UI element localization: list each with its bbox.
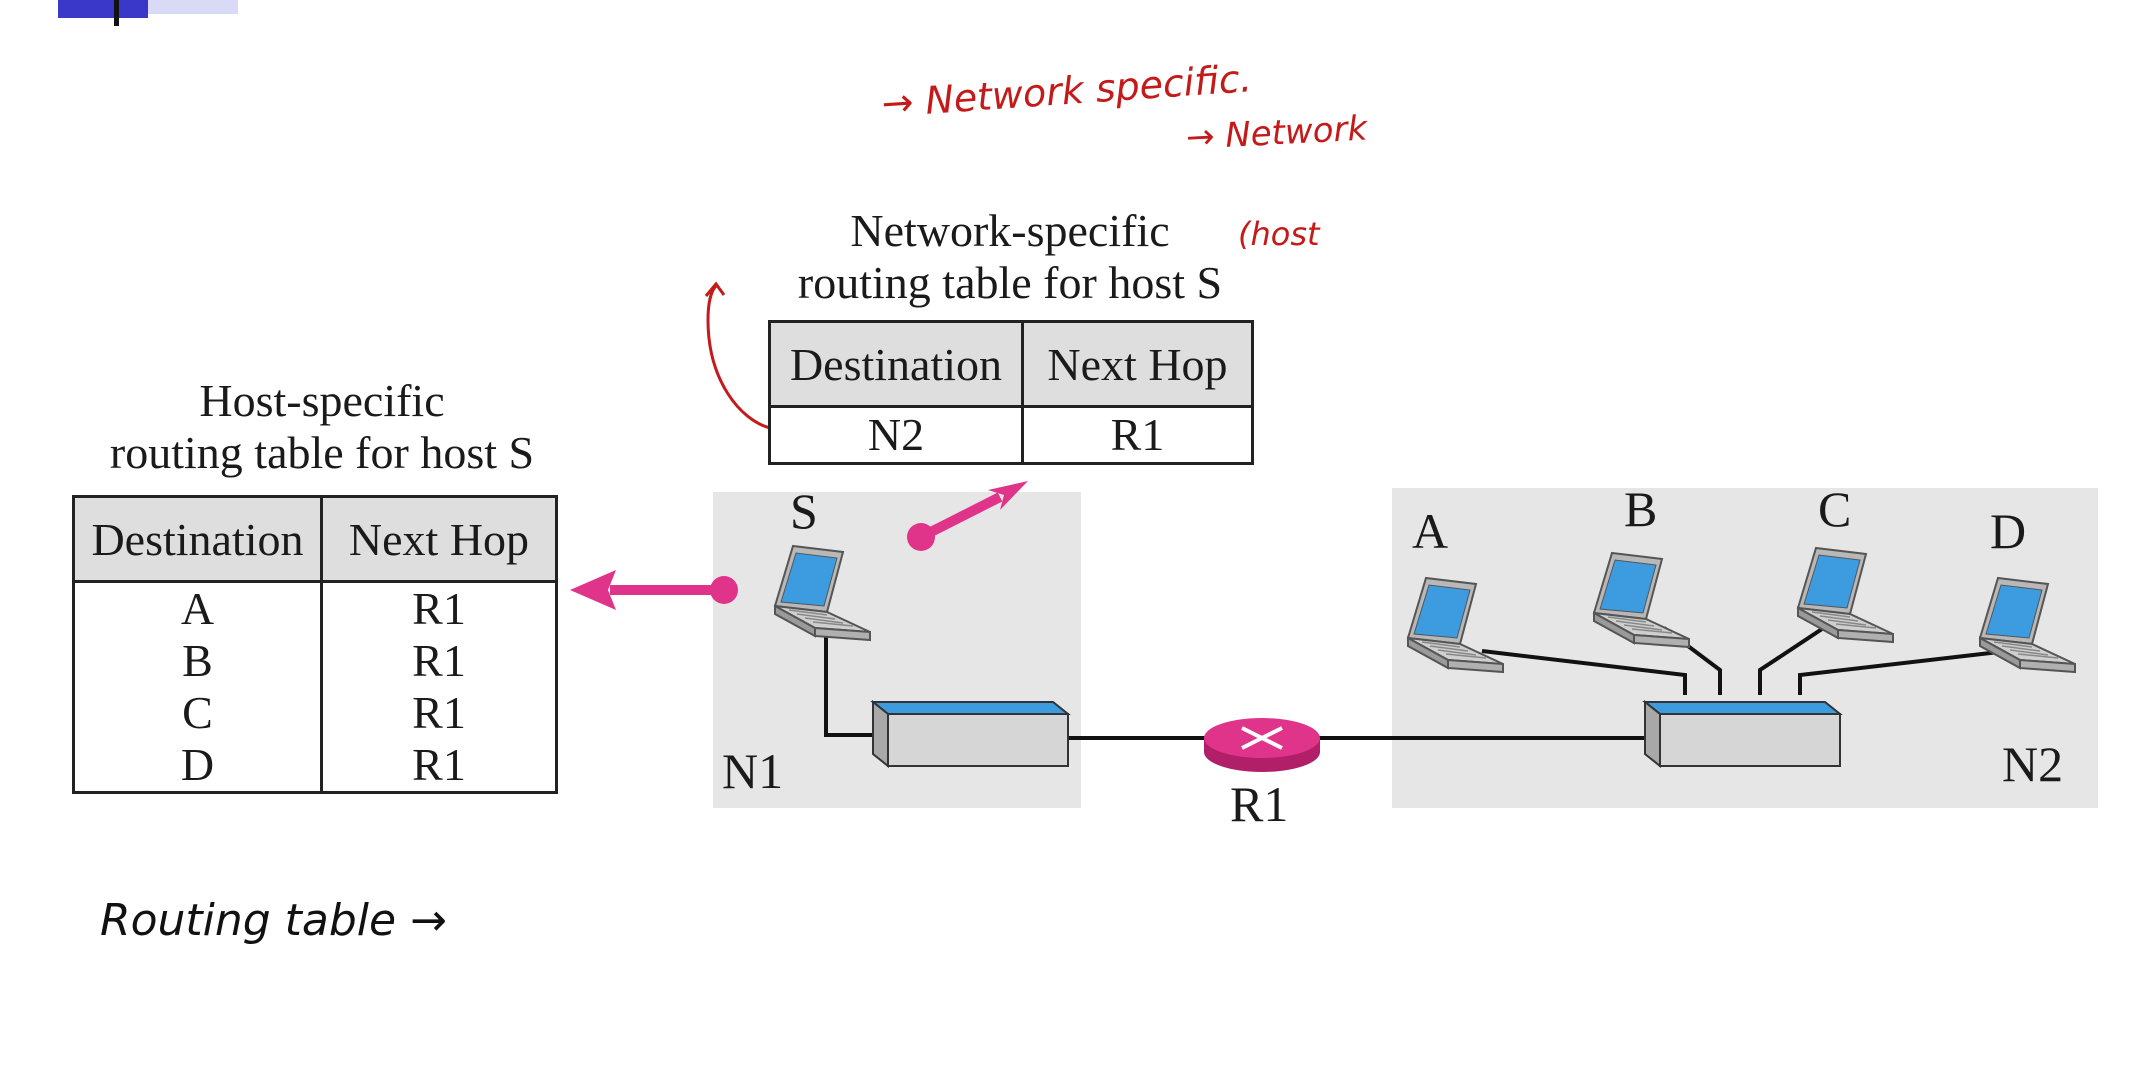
col-next-hop: Next Hop	[320, 495, 558, 583]
slide-corner-marker	[58, 0, 148, 18]
arrow-to-network-table	[907, 481, 1028, 551]
host-d-label: D	[1990, 503, 2027, 559]
table-row: D R1	[72, 739, 558, 794]
router-r1-icon	[1204, 718, 1320, 772]
network-n2-label: N2	[2002, 736, 2064, 792]
host-b-label: B	[1624, 481, 1658, 537]
network-specific-table: Destination Next Hop N2 R1	[768, 320, 1254, 465]
col-destination: Destination	[72, 495, 323, 583]
cell-next-hop: R1	[1021, 406, 1254, 465]
slide-corner-marker-tick	[114, 0, 119, 26]
network-n1-label: N1	[722, 743, 784, 799]
link-c-switch2	[1758, 623, 1830, 695]
table-row: A R1	[72, 581, 558, 635]
arrow-to-host-table	[570, 570, 738, 610]
switch-n1-icon	[872, 701, 1069, 767]
host-specific-table: Destination Next Hop A R1 B R1 C R1 D R1	[72, 495, 558, 794]
host-caption-line2: routing table for host S	[109, 427, 535, 478]
cell-next-hop: R1	[320, 739, 558, 794]
cell-destination: C	[72, 687, 323, 739]
link-d-switch2	[1798, 650, 2000, 695]
annotation-red-right-3: (host	[1238, 215, 1320, 253]
network-caption-line2: routing table for host S	[797, 257, 1223, 308]
network-table-caption: Network-specific routing table for host …	[760, 205, 1260, 309]
table-row: N2 R1	[768, 406, 1254, 465]
annotation-black-bottom: Routing table →	[100, 895, 447, 946]
cell-destination: D	[72, 739, 323, 794]
router-r1-label: R1	[1230, 776, 1289, 832]
cell-destination: B	[72, 635, 323, 687]
link-s-switch1	[824, 630, 873, 737]
network-caption-line1: Network-specific	[850, 205, 1170, 256]
table-row: B R1	[72, 635, 558, 687]
cell-next-hop: R1	[320, 581, 558, 635]
cell-next-hop: R1	[320, 687, 558, 739]
host-a-label: A	[1412, 503, 1449, 559]
col-next-hop: Next Hop	[1021, 320, 1254, 408]
switch-n2-icon	[1644, 701, 1841, 767]
handwritten-red-arrow	[706, 284, 771, 430]
host-s-label: S	[790, 483, 818, 539]
cell-next-hop: R1	[320, 635, 558, 687]
host-c-label: C	[1818, 481, 1852, 537]
cell-destination: N2	[768, 406, 1024, 465]
cell-destination: A	[72, 581, 323, 635]
slide-corner-marker-tail	[148, 0, 238, 14]
table-row: C R1	[72, 687, 558, 739]
host-table-caption: Host-specific routing table for host S	[74, 375, 570, 479]
col-destination: Destination	[768, 320, 1024, 408]
host-caption-line1: Host-specific	[199, 375, 445, 426]
handwritten-red-arrowhead	[704, 281, 726, 297]
link-a-switch2	[1481, 649, 1687, 695]
